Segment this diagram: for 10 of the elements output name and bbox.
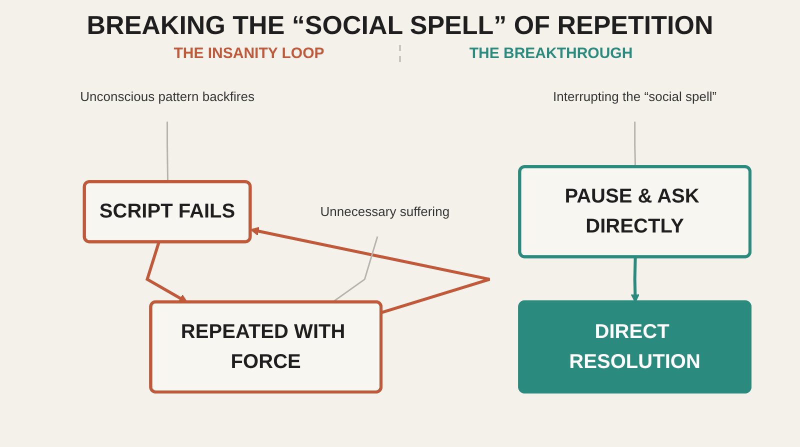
diagram-title: BREAKING THE “SOCIAL SPELL” OF REPETITION [86, 10, 714, 41]
node-text: Unnecessary suffering [320, 204, 450, 219]
node-text: Unconscious pattern backfires [80, 89, 254, 104]
connector [634, 122, 636, 168]
node-text: Interrupting the “social spell” [553, 89, 717, 104]
arrow [250, 226, 492, 314]
arrow [630, 257, 640, 303]
connector [166, 122, 169, 182]
column-heading: THE BREAKTHROUGH [468, 45, 634, 62]
column-heading: THE INSANITY LOOP [99, 45, 401, 62]
